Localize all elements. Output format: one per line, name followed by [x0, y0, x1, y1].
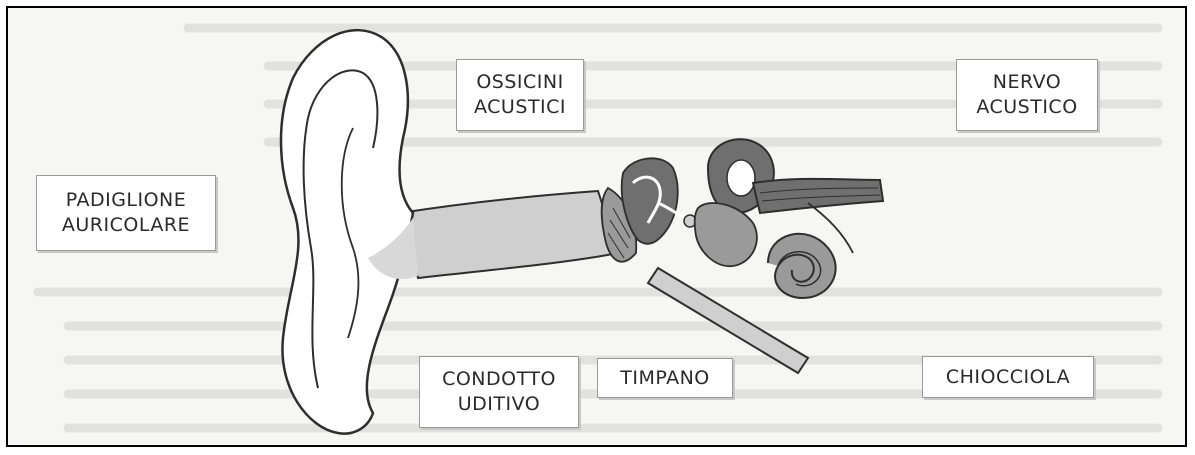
- label-padiglione-line1: PADIGLIONE: [66, 188, 187, 213]
- label-chiocciola: CHIOCCIOLA: [922, 356, 1094, 398]
- diagram-frame: PADIGLIONE AURICOLARE OSSICINI ACUSTICI …: [6, 6, 1187, 447]
- ear-canal: [400, 191, 618, 278]
- label-nervo-acustico: NERVO ACUSTICO: [956, 59, 1098, 131]
- label-condotto-uditivo: CONDOTTO UDITIVO: [419, 356, 579, 428]
- label-ossicini-acustici: OSSICINI ACUSTICI: [456, 59, 584, 131]
- label-condotto-line2: UDITIVO: [458, 392, 540, 417]
- label-padiglione-auricolare: PADIGLIONE AURICOLARE: [36, 175, 216, 251]
- semicircular-canal-lumen: [727, 160, 755, 196]
- label-timpano: TIMPANO: [597, 358, 733, 398]
- label-timpano-line1: TIMPANO: [620, 366, 710, 391]
- label-nervo-line1: NERVO: [993, 70, 1062, 95]
- label-chiocciola-line1: CHIOCCIOLA: [946, 365, 1070, 390]
- label-ossicini-line1: OSSICINI: [476, 70, 563, 95]
- label-ossicini-line2: ACUSTICI: [474, 95, 566, 120]
- vestibule: [695, 203, 757, 266]
- label-condotto-line1: CONDOTTO: [442, 367, 556, 392]
- label-padiglione-line2: AURICOLARE: [62, 213, 190, 238]
- label-nervo-line2: ACUSTICO: [976, 95, 1077, 120]
